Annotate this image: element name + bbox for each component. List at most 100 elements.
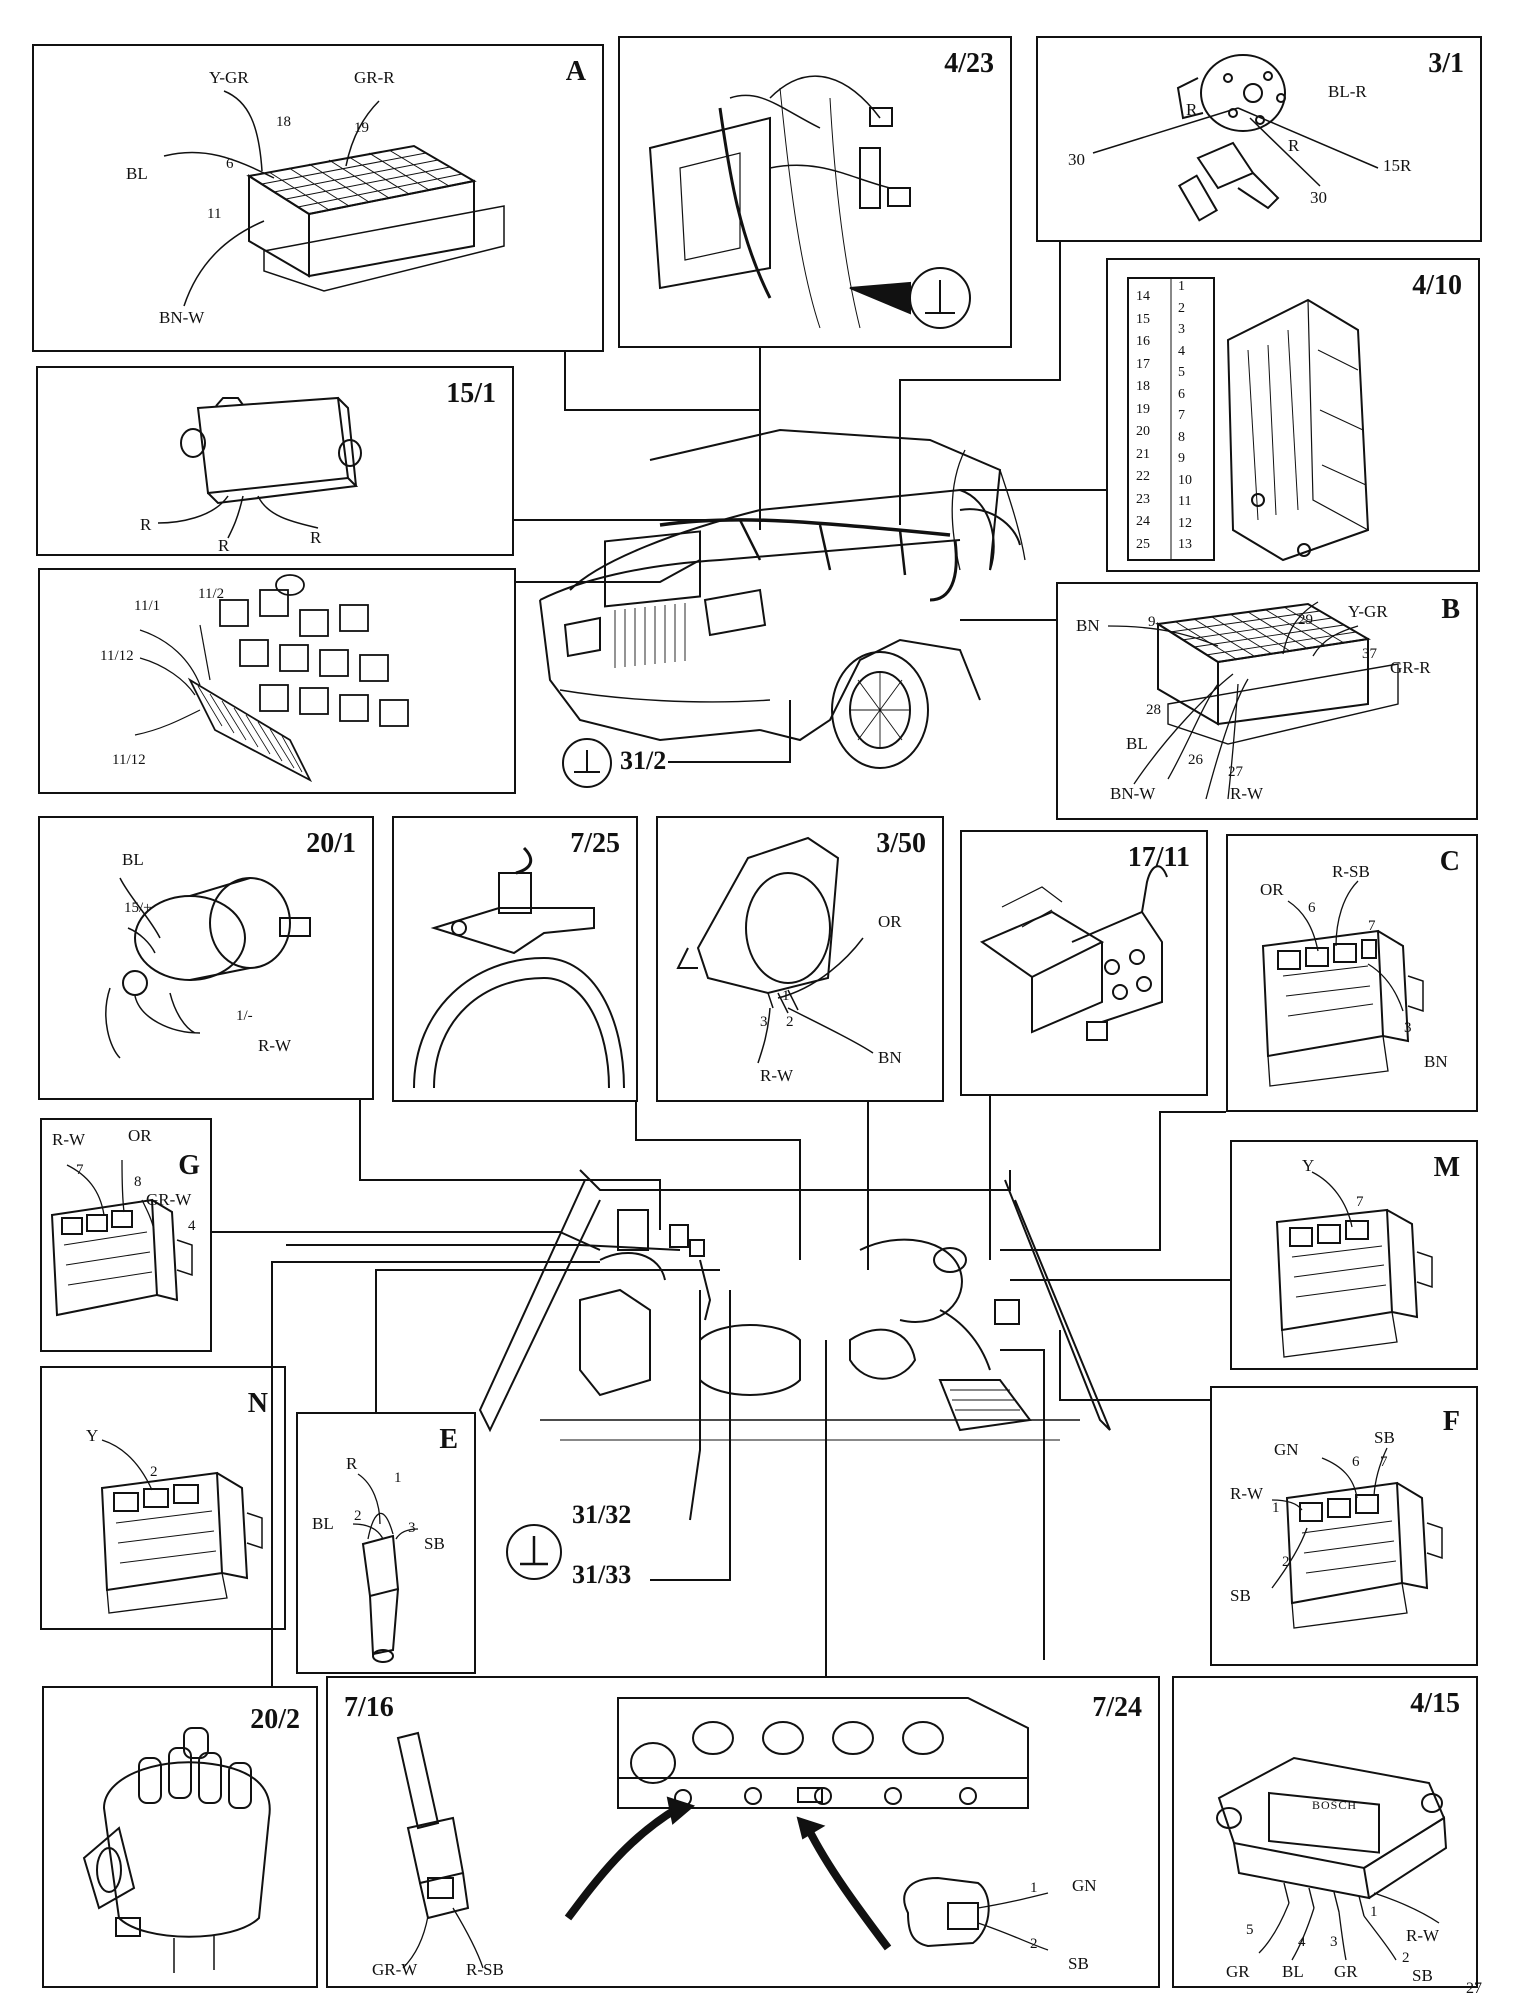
panel-f: F GN SB 6 7 R-W 1 2 SB (1210, 1386, 1478, 1666)
label-pin-7: 7 (1368, 918, 1376, 934)
ignition-switch-drawing (1092, 54, 1379, 222)
panel-id-n: N (247, 1388, 268, 1419)
panel-17-11: 17/11 (960, 830, 1208, 1096)
panel-15-1: 15/1 R R R (36, 366, 514, 556)
label-bn: BN (878, 1048, 902, 1067)
fuse-box-b-drawing (1107, 601, 1399, 800)
pin-label: 10 (1178, 472, 1192, 488)
label-gr-r: GR-R (1390, 658, 1431, 677)
label-gr-r: GR-R (354, 68, 395, 87)
label-11-12-top: 11/12 (100, 648, 134, 664)
label-r-top: R (1186, 100, 1198, 119)
label-30-left: 30 (1068, 150, 1085, 169)
label-r-w: R-W (1406, 1926, 1440, 1945)
pin-label: 11 (1178, 494, 1192, 509)
label-pin-11: 11 (207, 206, 222, 222)
label-y-gr: Y-GR (209, 68, 249, 87)
label-pin-1: 1 (782, 988, 790, 1004)
label-pin-3: 3 (760, 1014, 768, 1030)
panel-3-50: 3/50 OR 1 3 2 BN R-W (656, 816, 944, 1102)
panel-id-f: F (1442, 1406, 1460, 1437)
ground-icon (520, 1536, 548, 1566)
relay-15-1-drawing (157, 396, 362, 539)
pin-label: 22 (1136, 469, 1150, 484)
label-pin-1: 1 (1272, 1500, 1280, 1516)
brand-label: BOSCH (1312, 1798, 1358, 1812)
pin-column-right: 1 2 3 4 5 6 7 8 9 10 11 12 13 (1178, 276, 1210, 556)
panel-id-3-50: 3/50 (876, 828, 926, 859)
label-r-w: R-W (1230, 784, 1264, 803)
label-pin-28: 28 (1146, 702, 1161, 718)
label-bn: BN (1076, 616, 1100, 635)
panel-id-15-1: 15/1 (446, 378, 496, 409)
label-r-1: R (140, 515, 152, 534)
ground-symbol-31-32 (506, 1524, 562, 1580)
pin-label: 5 (1178, 365, 1185, 380)
panel-id-m: M (1433, 1152, 1460, 1183)
relay-box-drawing (134, 574, 409, 783)
label-gr-w: GR-W (372, 1960, 418, 1979)
label-r: R (346, 1454, 358, 1473)
panel-id-4-10: 4/10 (1412, 270, 1462, 301)
label-sb: SB (1412, 1966, 1433, 1985)
pin-label: 6 (1178, 386, 1185, 402)
label-30-bottom: 30 (1310, 188, 1327, 207)
label-r-w: R-W (258, 1036, 292, 1055)
pin-label: 14 (1136, 289, 1150, 304)
label-pin-2: 2 (354, 1508, 362, 1524)
label-pin-6: 6 (1308, 900, 1316, 916)
panel-c: C OR R-SB 6 7 3 BN (1226, 834, 1478, 1112)
pin-label: 17 (1136, 356, 1150, 372)
label-pin-18: 18 (276, 114, 291, 130)
label-pin-2: 2 (1030, 1936, 1038, 1952)
label-or: OR (1260, 880, 1284, 899)
label-r-3: R (310, 528, 322, 547)
panel-id-g: G (178, 1150, 200, 1181)
page-number: 27 (1466, 1980, 1482, 1997)
label-gr-2: GR (1334, 1962, 1358, 1981)
label-pin-5: 5 (1246, 1922, 1254, 1938)
pin-label: 23 (1136, 491, 1150, 507)
label-pin-3: 3 (1404, 1020, 1412, 1036)
pin-label: 9 (1178, 451, 1185, 466)
label-pin-1: 1 (1370, 1904, 1378, 1920)
panel-20-2: 20/2 (42, 1686, 318, 1988)
panel-4-23: 4/23 (618, 36, 1012, 348)
label-pin-7: 7 (1356, 1194, 1364, 1210)
panel-id-7-16: 7/16 (344, 1692, 394, 1723)
label-pin-4: 4 (188, 1218, 196, 1234)
label-bl: BL (312, 1514, 334, 1533)
label-pin-1: 1 (394, 1470, 402, 1486)
label-31-2: 31/2 (620, 746, 667, 775)
panel-id-3-1: 3/1 (1428, 48, 1464, 79)
label-r-w: R-W (1230, 1484, 1264, 1503)
label-11-1: 11/1 (134, 598, 161, 614)
label-bn-w: BN-W (1110, 784, 1156, 803)
pin-label: 18 (1136, 379, 1150, 394)
label-bl: BL (122, 850, 144, 869)
label-11-12-bottom: 11/12 (112, 752, 146, 768)
label-or: OR (128, 1126, 152, 1145)
connector-g-drawing (50, 1159, 193, 1317)
label-pin-6: 6 (226, 156, 234, 172)
pin-label: 7 (1178, 408, 1185, 423)
ground-symbol-31-2 (562, 738, 612, 788)
panel-a: A Y-GR GR-R 18 19 BL 6 11 BN-W (32, 44, 604, 352)
label-pin-3: 3 (1330, 1934, 1338, 1950)
label-pin-19: 19 (354, 120, 369, 136)
label-11-2: 11/2 (198, 586, 225, 602)
connector-n-drawing (100, 1439, 263, 1614)
pin-label: 12 (1178, 515, 1192, 531)
label-sb: SB (424, 1534, 445, 1553)
panel-7-16-7-24: 7/16 7/24 GR-W R-SB 1 (326, 1676, 1160, 1988)
label-r-sb: R-SB (466, 1960, 504, 1979)
panel-id-7-24: 7/24 (1092, 1692, 1142, 1723)
label-pin-26: 26 (1188, 752, 1203, 768)
pin-label: 16 (1136, 334, 1150, 349)
label-pin-8: 8 (134, 1174, 142, 1190)
ground-icon (574, 750, 600, 773)
label-gn: GN (1072, 1876, 1097, 1895)
label-pin-3: 3 (408, 1520, 416, 1536)
pin-label: 25 (1136, 536, 1150, 552)
pin-label: 2 (1178, 300, 1185, 316)
